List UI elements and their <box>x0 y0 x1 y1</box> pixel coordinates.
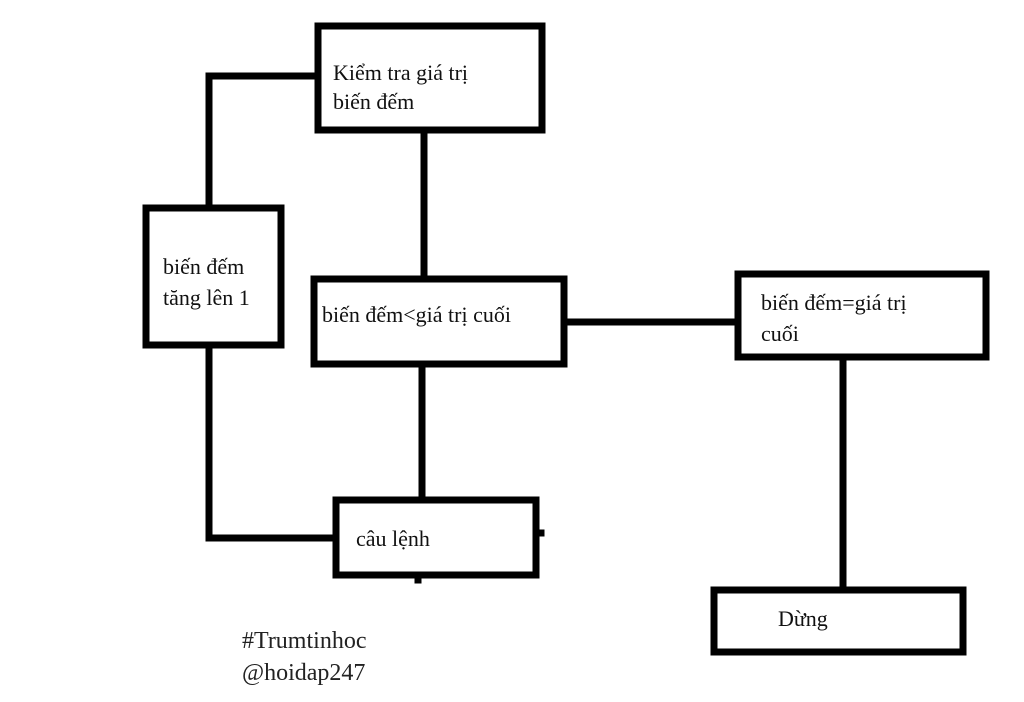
node-equal-label: biến đếm=giá trị cuối <box>761 290 912 346</box>
node-statement-box <box>332 496 540 579</box>
connector-check-to-increment <box>205 72 322 212</box>
node-equal-box <box>734 270 990 361</box>
connector-increment-to-statement <box>205 342 340 542</box>
node-stop-label: Dừng <box>778 606 828 631</box>
node-check-box <box>314 22 546 134</box>
footer-handle: @hoidap247 <box>242 660 365 686</box>
node-increment-box <box>142 204 285 349</box>
node-check-label: Kiểm tra giá trị biến đếm <box>333 60 474 114</box>
node-condition-label: biến đếm<giá trị cuối <box>322 302 511 327</box>
node-statement-label: câu lệnh <box>356 526 430 551</box>
node-increment-label: biến đếm tăng lên 1 <box>163 254 250 310</box>
node-condition-box <box>310 275 568 368</box>
footer-hashtag: #Trumtinhoc <box>242 628 366 654</box>
node-stop-box <box>710 586 967 656</box>
